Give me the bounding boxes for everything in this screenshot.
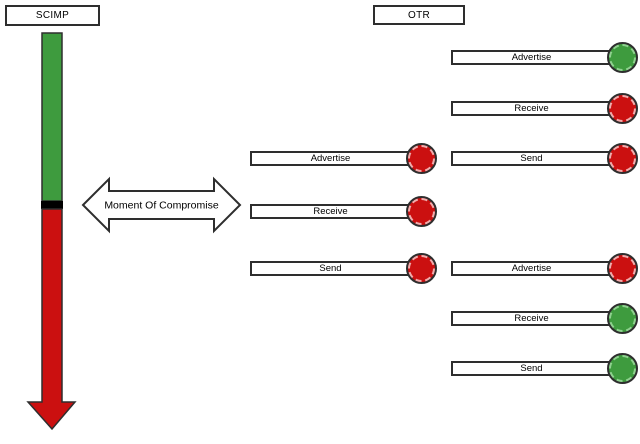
timeline-secure-segment <box>41 32 63 202</box>
message-bar-receive-otr: Receive <box>451 303 638 334</box>
message-bar-receive-otr: Receive <box>451 93 638 124</box>
message-bar-label: Send <box>319 263 342 274</box>
status-circle <box>607 93 638 124</box>
status-circle-dash-ring <box>609 95 636 122</box>
message-bar-box: Receive <box>250 204 411 219</box>
otr-title-label: OTR <box>407 9 430 21</box>
message-bar-box: Advertise <box>451 261 612 276</box>
message-bar-label: Receive <box>514 103 549 114</box>
message-bar-label: Advertise <box>511 52 552 63</box>
message-bar-box: Send <box>451 361 612 376</box>
compromise-arrow-label: Moment Of Compromise <box>104 200 219 212</box>
status-circle-dash-ring <box>609 355 636 382</box>
message-bar-advertise-scimp: Advertise <box>250 143 437 174</box>
message-bar-box: Advertise <box>451 50 612 65</box>
status-circle <box>607 303 638 334</box>
status-circle-dash-ring <box>609 255 636 282</box>
message-bar-box: Advertise <box>250 151 411 166</box>
status-circle-dash-ring <box>408 145 435 172</box>
message-bar-box: Receive <box>451 311 612 326</box>
message-bar-label: Send <box>520 363 543 374</box>
message-bar-advertise-otr: Advertise <box>451 42 638 73</box>
status-circle-dash-ring <box>408 198 435 225</box>
status-circle <box>607 42 638 73</box>
message-bar-box: Send <box>451 151 612 166</box>
moment-of-compromise-arrow: Moment Of Compromise <box>81 176 242 234</box>
timeline-compromise-band <box>41 201 63 209</box>
status-circle <box>406 143 437 174</box>
message-bar-send-scimp: Send <box>250 253 437 284</box>
message-bar-box: Receive <box>451 101 612 116</box>
message-bar-advertise-otr: Advertise <box>451 253 638 284</box>
status-circle <box>607 143 638 174</box>
message-bar-label: Advertise <box>511 263 552 274</box>
timeline-compromised-arrow <box>26 208 77 431</box>
scimp-title-box: SCIMP <box>5 5 100 26</box>
status-circle <box>406 253 437 284</box>
message-bar-label: Send <box>520 153 543 164</box>
message-bar-label: Advertise <box>310 153 351 164</box>
message-bar-send-otr: Send <box>451 353 638 384</box>
otr-title-box: OTR <box>373 5 465 25</box>
status-circle <box>607 353 638 384</box>
message-bar-receive-scimp: Receive <box>250 196 437 227</box>
status-circle <box>406 196 437 227</box>
message-bar-box: Send <box>250 261 411 276</box>
message-bar-send-otr: Send <box>451 143 638 174</box>
status-circle-dash-ring <box>609 44 636 71</box>
double-arrow-shape <box>81 176 242 234</box>
status-circle <box>607 253 638 284</box>
status-circle-dash-ring <box>408 255 435 282</box>
status-circle-dash-ring <box>609 145 636 172</box>
message-bar-label: Receive <box>514 313 549 324</box>
message-bar-label: Receive <box>313 206 348 217</box>
status-circle-dash-ring <box>609 305 636 332</box>
scimp-timeline <box>26 32 77 431</box>
scimp-title-label: SCIMP <box>35 10 70 21</box>
